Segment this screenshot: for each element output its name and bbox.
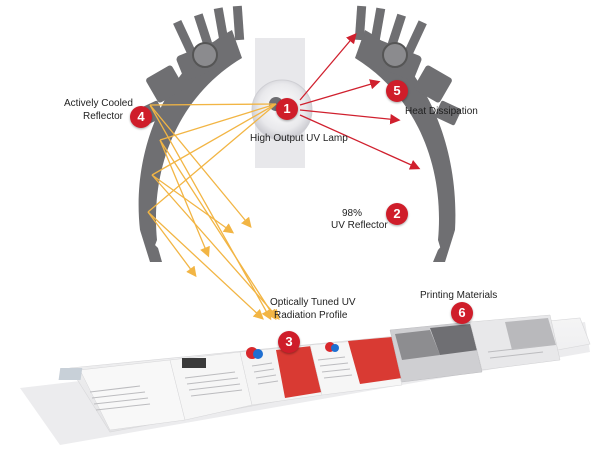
- print-donut: [331, 344, 339, 352]
- profile-label-line1: Optically Tuned UV: [270, 297, 356, 308]
- reflector-label-line2: UV Reflector: [331, 220, 388, 231]
- lamp-label: High Output UV Lamp: [250, 133, 348, 144]
- print-red-block: [348, 337, 402, 384]
- cooled-reflector-label-line2: Reflector: [83, 111, 124, 122]
- badge-profile: 3: [278, 331, 300, 353]
- reflector-left-lip: [140, 230, 162, 262]
- badge-reflector: 2: [386, 203, 408, 225]
- badge-lamp: 1: [276, 98, 298, 120]
- heat-arrows: [299, 33, 421, 170]
- reflector-label-line1: 98%: [342, 208, 363, 219]
- print-text-lines: [89, 345, 544, 411]
- coolant-pipe: [382, 42, 408, 68]
- badge-materials: 6: [451, 302, 473, 324]
- print-image: [505, 318, 556, 350]
- uv-rays: [147, 103, 280, 321]
- print-image: [395, 330, 440, 360]
- printing-materials-sheet: [20, 314, 591, 445]
- print-red-block: [276, 346, 322, 398]
- print-donut: [253, 349, 263, 359]
- reflector-right-lip: [433, 230, 455, 262]
- reflector-housing: [137, 5, 462, 262]
- printing-materials-label: Printing Materials: [420, 290, 498, 301]
- badge-cooled-reflector: 4: [130, 106, 152, 128]
- heat-dissipation-label: Heat Dissipation: [405, 106, 478, 117]
- badge-heat: 5: [386, 80, 408, 102]
- coolant-pipe: [192, 42, 218, 68]
- print-image: [182, 358, 206, 368]
- print-image: [430, 324, 478, 355]
- profile-label-line2: Radiation Profile: [274, 310, 348, 321]
- cooled-reflector-label-line1: Actively Cooled: [64, 98, 133, 109]
- print-image: [58, 368, 83, 380]
